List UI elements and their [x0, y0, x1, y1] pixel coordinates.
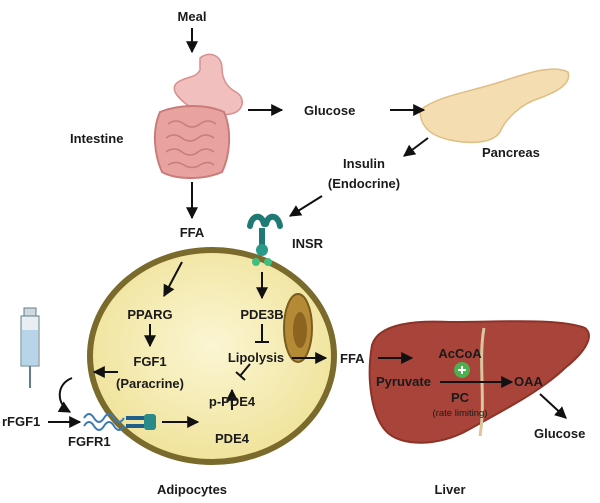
label-pde4: PDE4 [215, 431, 250, 446]
label-insr: INSR [292, 236, 324, 251]
syringe-icon [20, 307, 40, 388]
label-lipolysis: Lipolysis [228, 350, 284, 365]
insulin-receptor-icon [247, 213, 283, 266]
fgfr1-receptor-icon [83, 413, 156, 431]
label-ffa-top: FFA [180, 225, 205, 240]
label-liver: Liver [434, 482, 465, 497]
label-p-pde4: p-PDE4 [209, 394, 256, 409]
label-intestine: Intestine [70, 131, 123, 146]
label-insulin: Insulin [343, 156, 385, 171]
label-glucose-top: Glucose [304, 103, 355, 118]
label-rfgf1: rFGF1 [2, 414, 40, 429]
label-pancreas: Pancreas [482, 145, 540, 160]
label-meal: Meal [178, 9, 207, 24]
label-fgfr1: FGFR1 [68, 434, 111, 449]
intestine-icon [154, 105, 230, 179]
label-glucose-liver: Glucose [534, 426, 585, 441]
label-ffa-mid: FFA [340, 351, 365, 366]
label-oaa: OAA [514, 374, 544, 389]
label-endocrine: (Endocrine) [328, 176, 400, 191]
label-paracrine: (Paracrine) [116, 376, 184, 391]
label-pde3b: PDE3B [240, 307, 283, 322]
label-pc: PC [451, 390, 470, 405]
pancreas-icon [419, 68, 570, 144]
adipocyte-cell [87, 247, 337, 465]
label-fgf1: FGF1 [133, 354, 166, 369]
stomach-icon [173, 53, 243, 116]
label-adipocytes: Adipocytes [157, 482, 227, 497]
label-pyruvate: Pyruvate [376, 374, 431, 389]
label-pparg: PPARG [127, 307, 172, 322]
label-rate-limiting: (rate limiting) [433, 408, 488, 419]
label-acetyl-coa: AcCoA [438, 346, 482, 361]
plus-badge-icon [454, 362, 470, 378]
